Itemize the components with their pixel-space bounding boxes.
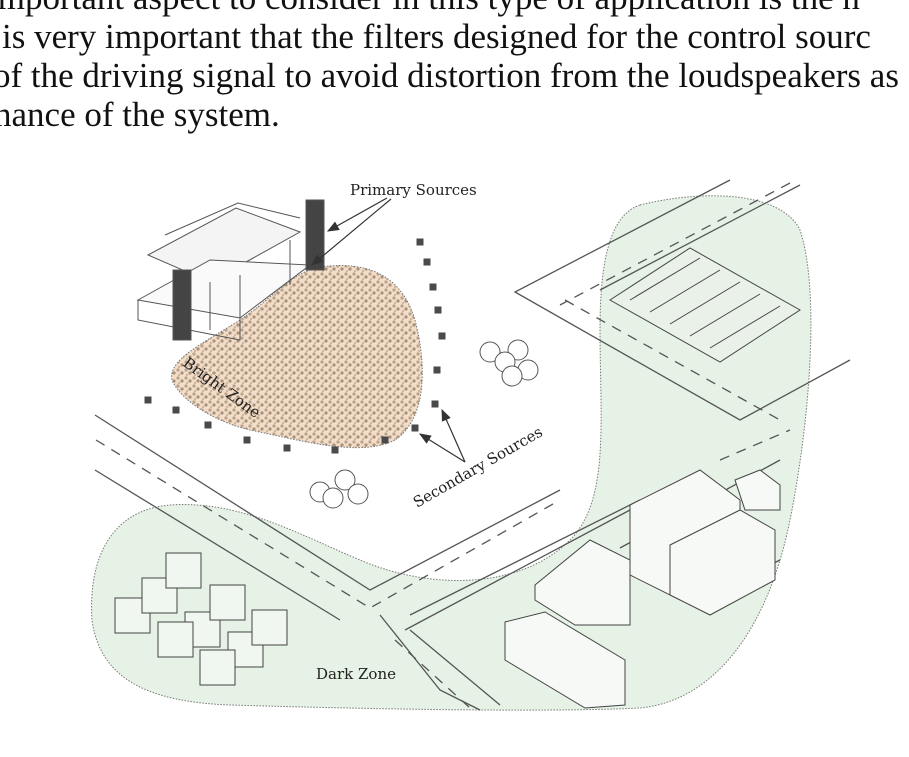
secondary-sources [144,238,446,454]
secondary-speaker-icon [172,406,180,414]
secondary-speaker-icon [243,436,251,444]
houses-sw [114,552,288,686]
dark-zone-area [91,195,812,711]
secondary-speaker-icon [429,283,437,291]
primary-sources-label: Primary Sources [350,181,477,199]
secondary-speaker-icon [204,421,212,429]
dark-zone-label: Dark Zone [316,665,396,683]
secondary-speaker-icon [416,238,424,246]
bright-zone-area [171,265,423,449]
paragraph-line: of the driving signal to avoid distortio… [0,56,899,95]
secondary-speaker-icon [381,436,389,444]
tree-cluster-icon [309,339,539,509]
secondary-speaker-icon [144,396,152,404]
secondary-speaker-icon [438,332,446,340]
stage-illustration [136,199,325,341]
secondary-sources-label: Secondary Sources [410,423,546,512]
secondary-speaker-icon [283,444,291,452]
paragraph-line: important aspect to consider in this typ… [0,0,909,17]
secondary-speaker-icon [411,424,419,432]
secondary-speaker-icon [433,366,441,374]
secondary-speaker-icon [423,258,431,266]
apartment-buildings [504,469,781,709]
residential-block-ne [609,247,801,363]
paragraph-line: nance of the system. [0,95,280,134]
secondary-speaker-icon [434,306,442,314]
secondary-speaker-icon [331,446,339,454]
body-paragraph: important aspect to consider in this typ… [0,0,909,134]
roads [94,179,851,711]
primary-source-arrows [311,197,392,266]
secondary-speaker-icon [431,400,439,408]
secondary-source-arrows [418,408,466,463]
paragraph-line: is very important that the filters desig… [2,17,871,56]
